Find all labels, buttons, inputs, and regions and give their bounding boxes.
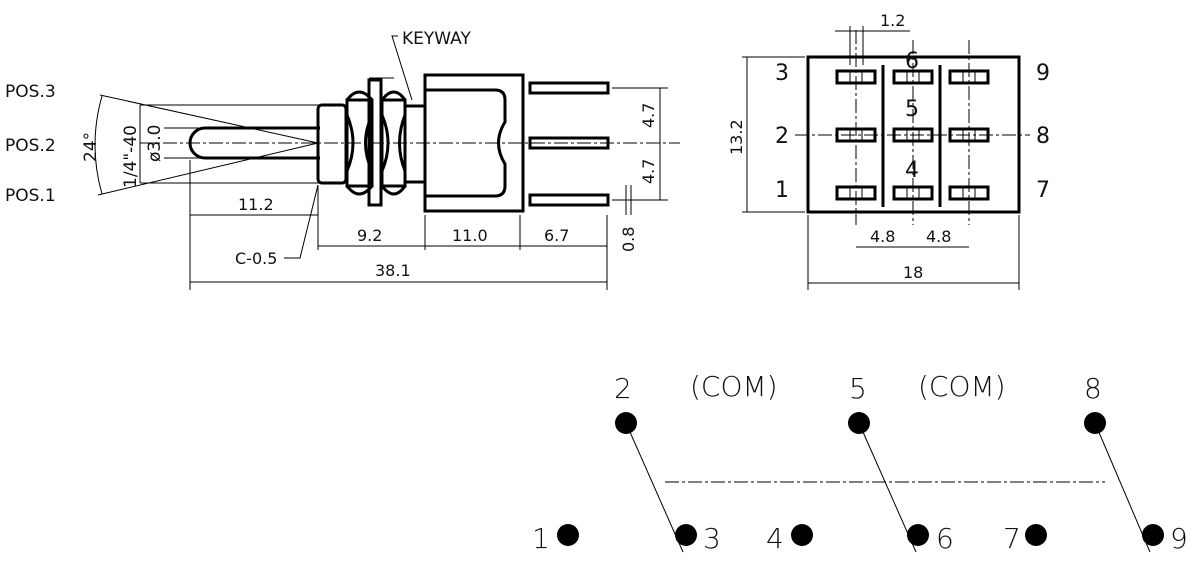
pos-2-label: POS.2 <box>5 136 56 156</box>
throw-6-label: 6 <box>936 522 954 555</box>
schematic: 2 5 8 (COM) (COM) 1 3 4 6 7 9 <box>532 370 1188 555</box>
pin-8-label: 8 <box>1036 124 1050 149</box>
throw-9-label: 9 <box>1170 522 1188 555</box>
com-text-2: (COM) <box>918 370 1006 403</box>
chamfer-leader <box>284 184 319 259</box>
pos-3-label: POS.3 <box>5 82 56 102</box>
contact-arm-1 <box>625 422 684 553</box>
pos3-angle-line <box>99 94 319 144</box>
angle-label: 24° <box>81 132 101 162</box>
pin-2-label: 2 <box>775 124 789 149</box>
chamfer-label: C-0.5 <box>235 249 277 268</box>
pitch-right-label: 4.8 <box>926 227 951 246</box>
bushing-rear <box>403 104 427 184</box>
bushing <box>316 103 348 185</box>
keyway-label: KEYWAY <box>402 29 471 49</box>
pitch-left-label: 4.8 <box>870 227 895 246</box>
height-label: 13.2 <box>727 119 746 155</box>
pos1-angle-line <box>97 142 319 196</box>
pitch-upper-label: 4.7 <box>639 103 658 128</box>
lever-length-label: 11.2 <box>238 195 274 214</box>
terminal-8-dot <box>1084 412 1106 434</box>
front-nut <box>345 90 374 196</box>
pin-9-label: 9 <box>1036 61 1050 86</box>
terminal-2-dot <box>615 412 637 434</box>
terminal-3-dot <box>675 524 697 546</box>
throw-3-label: 3 <box>703 522 721 555</box>
rear-nut <box>380 90 407 196</box>
terminal-9-dot <box>1142 524 1164 546</box>
pin-3-label: 3 <box>775 61 789 86</box>
bottom-view: 3 2 1 9 8 7 6 5 4 13.2 1.2 4.8 4.8 18 <box>727 11 1050 290</box>
contact-arm-2 <box>858 422 917 553</box>
throw-4-label: 4 <box>766 522 784 555</box>
pin-7-label: 7 <box>1036 178 1050 203</box>
lever-diameter-label: ø3.0 <box>145 125 165 162</box>
side-view: POS.3 POS.2 POS.1 24° 1/4"-40 ø3.0 KEYWA… <box>5 29 680 290</box>
terminal-length-label: 6.7 <box>544 226 569 245</box>
body-length-label: 11.0 <box>452 226 488 245</box>
terminal-7-dot <box>1025 524 1047 546</box>
pitch-lower-label: 4.7 <box>639 159 658 184</box>
com-5-label: 5 <box>849 372 867 405</box>
com-text-1: (COM) <box>690 370 778 403</box>
pad-width-label: 1.2 <box>880 11 905 30</box>
bushing-length-label: 9.2 <box>357 226 382 245</box>
terminal-1-dot <box>557 524 579 546</box>
total-length-label: 38.1 <box>375 261 411 280</box>
pin-6-label: 6 <box>905 49 919 74</box>
width-label: 18 <box>903 263 923 282</box>
throw-1-label: 1 <box>532 522 550 555</box>
angle-arc <box>94 95 103 195</box>
terminal-6-dot <box>907 524 929 546</box>
terminal-thickness-label: 0.8 <box>619 227 638 252</box>
pin-4-label: 4 <box>905 158 919 183</box>
thread-label: 1/4"-40 <box>121 125 141 188</box>
pos-1-label: POS.1 <box>5 186 56 206</box>
pin-5-label: 5 <box>905 97 919 122</box>
terminal-5-dot <box>848 412 870 434</box>
com-8-label: 8 <box>1084 372 1102 405</box>
terminal-4-dot <box>791 524 813 546</box>
throw-7-label: 7 <box>1003 522 1021 555</box>
keyway-leader <box>391 35 413 101</box>
contact-arm-3 <box>1094 422 1151 553</box>
com-2-label: 2 <box>614 372 632 405</box>
pin-1-label: 1 <box>775 178 789 203</box>
terminals <box>528 81 610 207</box>
